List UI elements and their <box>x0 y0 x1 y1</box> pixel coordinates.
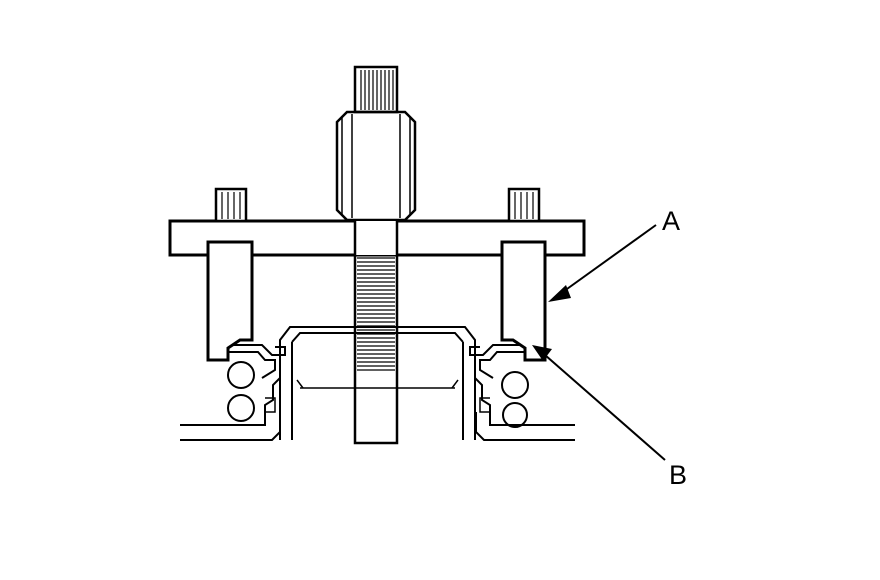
leader-a <box>559 224 657 295</box>
threaded-spindle <box>353 65 399 445</box>
center-hub <box>279 326 476 440</box>
bearing-races <box>225 344 530 413</box>
bolt-right <box>507 187 541 223</box>
callout-label-b: B <box>669 460 688 490</box>
ball-left-lower <box>227 394 255 422</box>
arrowhead-b <box>532 345 552 361</box>
hex-nut <box>335 110 417 222</box>
bearing-balls <box>227 361 529 428</box>
callout-leaders <box>532 224 666 461</box>
arrowhead-a <box>548 285 571 302</box>
bolt-left <box>214 187 248 223</box>
leg-right <box>500 240 547 362</box>
housing <box>180 372 575 441</box>
puller-legs <box>206 240 547 362</box>
leg-left <box>206 240 254 362</box>
callout-label-a: A <box>662 206 681 236</box>
ball-right-lower <box>502 402 528 428</box>
leader-b <box>544 354 666 461</box>
yoke-bolts <box>214 187 541 223</box>
ball-left-upper <box>227 361 255 389</box>
ball-right-upper <box>501 371 529 399</box>
